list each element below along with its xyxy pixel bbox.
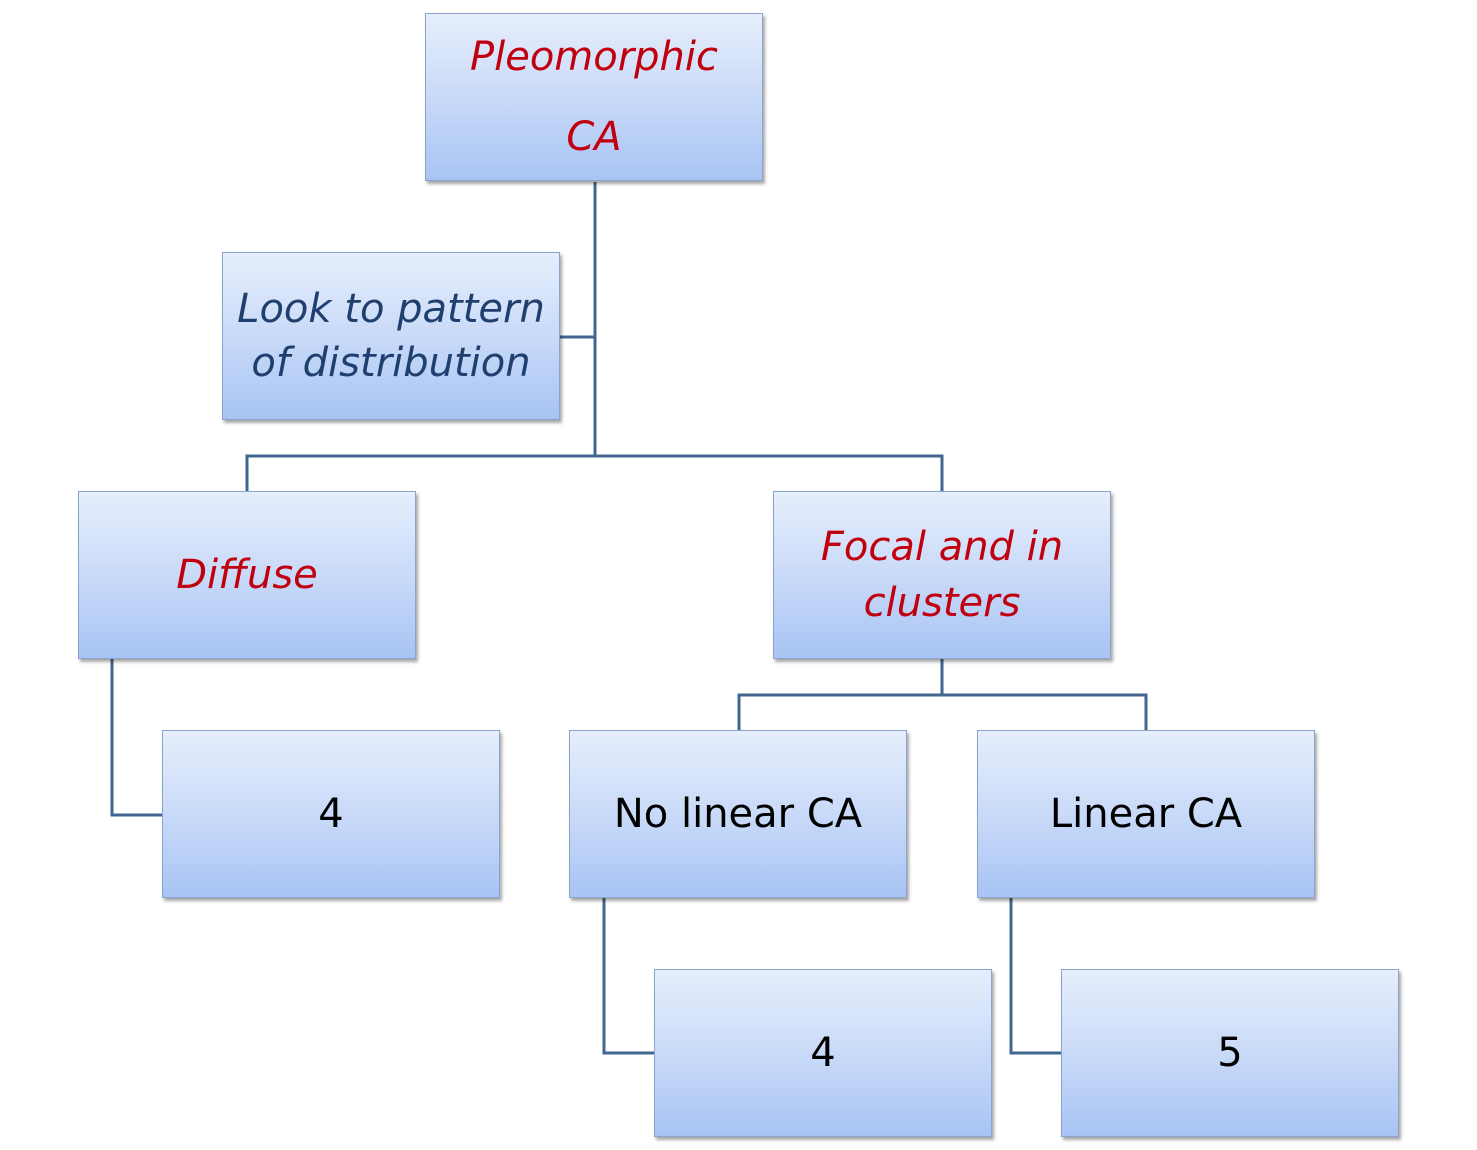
node-diffuse-label: Diffuse [176,552,318,598]
node-linear-label: Linear CA [1049,791,1243,837]
node-root: Pleomorphic CA [425,13,763,181]
node-hint-label: Look to pattern of distribution [237,286,545,386]
node-no-linear-score-label: 4 [810,1030,836,1076]
node-focal-label: Focal and in clusters [820,524,1064,626]
connector-root-to-focal [595,454,944,491]
connector-focal-to-no-linear [737,693,942,730]
node-root-label: Pleomorphic CA [469,34,719,160]
connector-no-linear-to-score [602,898,654,1055]
node-no-linear-score: 4 [654,969,992,1137]
node-linear: Linear CA [977,730,1315,898]
node-hint: Look to pattern of distribution [222,252,560,420]
connector-root-to-diffuse [245,454,595,491]
connector-diffuse-to-score [110,659,162,817]
node-linear-score: 5 [1061,969,1399,1137]
node-focal: Focal and in clusters [773,491,1111,659]
node-diffuse-score: 4 [162,730,500,898]
connector-linear-to-score [1009,898,1061,1055]
node-no-linear: No linear CA [569,730,907,898]
node-diffuse-score-label: 4 [318,791,344,837]
node-diffuse: Diffuse [78,491,416,659]
connector-focal-to-linear [942,693,1148,730]
node-linear-score-label: 5 [1217,1030,1243,1076]
node-no-linear-label: No linear CA [613,791,863,837]
